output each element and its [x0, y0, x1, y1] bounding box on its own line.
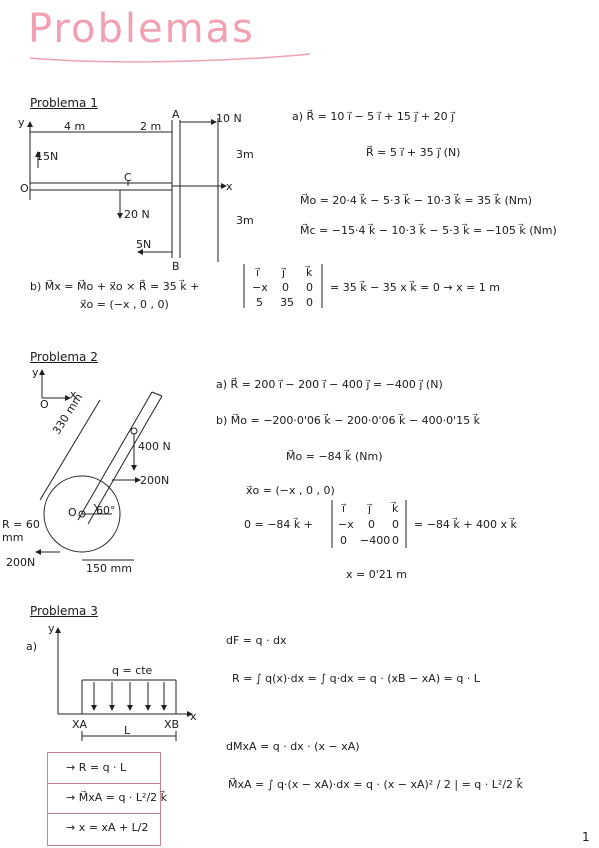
p1-det-cell: i⃗: [256, 266, 260, 279]
p1-det-cell: 0: [282, 281, 289, 294]
problem3-title: Problema 3: [30, 604, 98, 618]
p2-force-horizontal: 200N: [140, 474, 170, 487]
p2-eq-b: b) M⃗o = −200·0'06 k⃗ − 200·0'06 k⃗ − 40…: [216, 414, 480, 427]
p1-force-top: 10 N: [216, 112, 242, 125]
p2-eq-xo: x⃗o = (−x , 0 , 0): [246, 484, 335, 497]
p2-det-cell: 0: [340, 534, 347, 547]
p1-det-cell: 5: [256, 296, 263, 309]
p1-det-cell: j⃗: [282, 266, 286, 279]
p3-part-label: a): [26, 640, 38, 653]
p2-eq-a: a) R⃗ = 200 i⃗ − 200 i⃗ − 400 j⃗ = −400 …: [216, 378, 443, 391]
p1-point-b: B: [172, 260, 180, 273]
p2-det-cell: j⃗: [368, 502, 372, 515]
p2-dim-bottom: 150 mm: [86, 562, 132, 575]
page-number: 1: [582, 830, 590, 844]
p2-angle: 60°: [96, 504, 116, 517]
p2-eq-x: x = 0'21 m: [346, 568, 407, 581]
p2-force-left: 200N: [6, 556, 36, 569]
p2-det-cell: 0: [392, 534, 399, 547]
p2-det-cell: −x: [338, 518, 354, 531]
summary-text: → R = q · L: [66, 761, 127, 774]
p1-height-top: 3m: [236, 148, 254, 161]
p1-eq-a2: R⃗ = 5 i⃗ + 35 j⃗ (N): [366, 146, 461, 159]
p2-force-vertical: 400 N: [138, 440, 171, 453]
p2-eq-mo: M⃗o = −84 k⃗ (Nm): [286, 450, 383, 463]
p1-det-cell: 0: [306, 281, 313, 294]
summary-row: → R = q · L: [48, 753, 160, 784]
summary-text: → x = xA + L/2: [66, 821, 149, 834]
p1-eq-b-xo: x⃗o = (−x , 0 , 0): [80, 298, 169, 311]
p2-eq-det-left: 0 = −84 k⃗ +: [244, 518, 314, 531]
problem3-diagram: [55, 627, 193, 741]
p3-eq-df: dF = q · dx: [226, 634, 287, 647]
p3-xa-label: XA: [72, 718, 88, 731]
p3-length-label: L: [124, 724, 131, 737]
p3-eq-dm: dMxA = q · dx · (x − xA): [226, 740, 360, 753]
p3-eq-m: M⃗xA = ∫ q·(x − xA)·dx = q · (x − xA)² /…: [228, 778, 523, 791]
p1-dim-left: 4 m: [64, 120, 86, 133]
p2-det-cell: i⃗: [342, 502, 346, 515]
p1-point-c: C: [124, 171, 132, 184]
p1-dim-right: 2 m: [140, 120, 162, 133]
p2-x-axis-label: x: [70, 388, 77, 401]
p1-x-axis-label: x: [226, 180, 233, 193]
p3-y-axis-label: y: [48, 622, 55, 635]
problem2-title: Problema 2: [30, 350, 98, 364]
p1-height-bottom: 3m: [236, 214, 254, 227]
p1-force-bottom: 5N: [136, 238, 152, 251]
p2-eq-det-right: = −84 k⃗ + 400 x k⃗: [414, 518, 517, 531]
summary-text: → M⃗xA = q · L²/2 k⃗: [66, 791, 168, 804]
p1-det-cell: k⃗: [306, 266, 313, 279]
p1-origin: O: [20, 182, 29, 195]
p1-force-left: 15N: [36, 150, 59, 163]
p3-xb-label: XB: [164, 718, 180, 731]
p2-radius: R = 60 mm: [2, 518, 40, 544]
p3-x-axis-label: x: [190, 710, 197, 723]
p1-eq-mc: M⃗c = −15·4 k⃗ − 10·3 k⃗ − 5·3 k⃗ = −105…: [300, 224, 557, 237]
p3-summary-box: → R = q · L → M⃗xA = q · L²/2 k⃗ → x = x…: [47, 752, 167, 846]
p2-det-cell: k⃗: [392, 502, 399, 515]
p2-y-axis-label: y: [32, 366, 39, 379]
problem1-diagram: [27, 118, 227, 262]
p1-force-mid: 20 N: [124, 208, 150, 221]
p1-y-axis-label: y: [18, 116, 25, 129]
summary-row: → x = xA + L/2: [48, 813, 160, 843]
summary-row: → M⃗xA = q · L²/2 k⃗: [48, 783, 167, 814]
p3-load-label: q = cte: [112, 664, 153, 677]
p1-point-a: A: [172, 108, 180, 121]
p1-eq-mo: M⃗o = 20·4 k⃗ − 5·3 k⃗ − 10·3 k⃗ = 35 k⃗…: [300, 194, 533, 207]
p2-det-cell: 0: [392, 518, 399, 531]
p1-det-cell: −x: [252, 281, 268, 294]
p1-eq-a1: a) R⃗ = 10 i⃗ − 5 i⃗ + 15 j⃗ + 20 j⃗: [292, 110, 455, 123]
p2-det-cell: 0: [368, 518, 375, 531]
p2-center: O: [68, 506, 77, 519]
problem2-diagram: [35, 369, 163, 561]
p1-det-cell: 0: [306, 296, 313, 309]
p2-origin: O: [40, 398, 49, 411]
p3-eq-r: R = ∫ q(x)·dx = ∫ q·dx = q · (xB − xA) =…: [232, 672, 480, 685]
p1-eq-b-left: b) M⃗x = M⃗o + x⃗o × R⃗ = 35 k⃗ +: [30, 280, 200, 293]
p1-det-cell: 35: [280, 296, 294, 309]
problem1-title: Problema 1: [30, 96, 98, 110]
page-title: Problemas: [28, 6, 255, 52]
p1-eq-b-right: = 35 k⃗ − 35 x k⃗ = 0 → x = 1 m: [330, 281, 501, 294]
p2-det-cell: −400: [360, 534, 391, 547]
